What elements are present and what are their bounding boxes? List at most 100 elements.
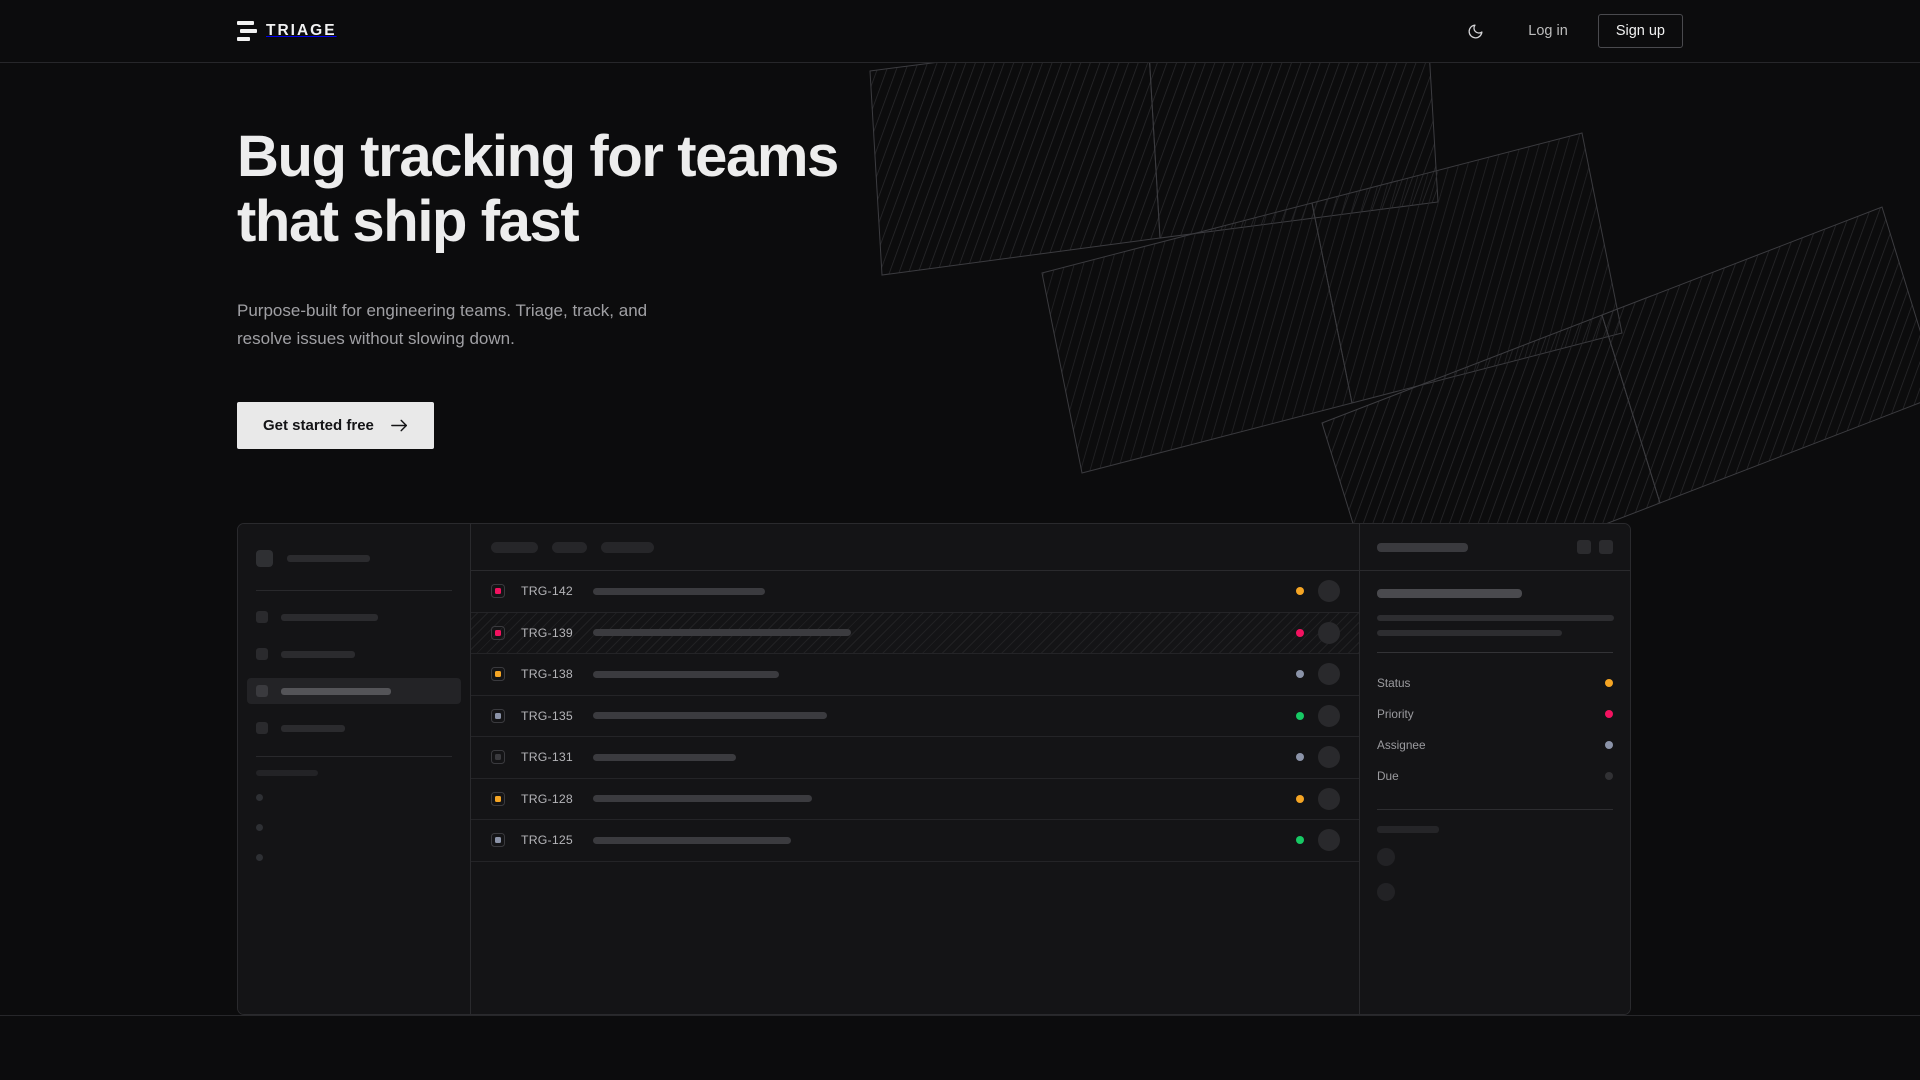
detail-body-line-2: [1377, 630, 1562, 636]
status-dot: [1296, 587, 1304, 596]
detail-divider-bottom: [1377, 809, 1613, 810]
login-link[interactable]: Log in: [1528, 23, 1568, 39]
table-row[interactable]: TRG-139: [471, 612, 1359, 654]
status-dot: [1296, 711, 1304, 720]
mock-sidebar-workspace[interactable]: [256, 541, 452, 575]
detail-body-line-1: [1377, 615, 1614, 621]
theme-toggle-button[interactable]: [1458, 14, 1492, 48]
issue-id: TRG-142: [521, 584, 573, 599]
detail-title-placeholder: [1377, 542, 1468, 552]
detail-action-button-1[interactable]: [1577, 540, 1591, 554]
detail-field-assignee[interactable]: Assignee: [1377, 729, 1613, 760]
bullet-dot-icon: [256, 794, 263, 801]
arrow-right-icon: [391, 419, 408, 432]
sidebar-item-4[interactable]: [247, 715, 461, 741]
issue-rows: TRG-142 TRG-139 TRG-138: [471, 571, 1359, 1014]
issue-id: TRG-135: [521, 708, 573, 723]
get-started-button[interactable]: Get started free: [237, 402, 434, 449]
sidebar-item-icon: [256, 648, 268, 660]
avatar: [1318, 787, 1340, 810]
sidebar-item-1[interactable]: [247, 604, 461, 630]
status-dot: [1296, 753, 1304, 762]
issue-type-badge: [491, 791, 505, 806]
sidebar-item-2[interactable]: [247, 641, 461, 667]
list-item: [1377, 883, 1613, 901]
site-header: TRIAGE Log in Sign up: [0, 0, 1920, 63]
detail-panel-header: [1360, 524, 1630, 571]
sidebar-item-label-placeholder: [281, 724, 345, 732]
issue-title-placeholder: [593, 753, 736, 761]
issue-title-placeholder: [593, 836, 791, 844]
detail-comments-label-placeholder: [1377, 826, 1439, 833]
status-dot: [1296, 628, 1304, 637]
avatar: [1377, 848, 1395, 866]
workspace-avatar: [256, 549, 273, 567]
hero-decoration-graphic: [860, 63, 1920, 523]
avatar: [1318, 621, 1340, 644]
section-divider: [0, 1015, 1920, 1016]
due-dot: [1605, 771, 1613, 780]
issue-list-toolbar: [471, 524, 1359, 571]
issue-type-badge: [491, 584, 505, 599]
issue-id: TRG-139: [521, 625, 573, 640]
assignee-dot: [1605, 740, 1613, 749]
bullet-dot-icon: [256, 824, 263, 831]
toolbar-filter-chip-2[interactable]: [552, 541, 587, 553]
issue-type-badge: [491, 750, 505, 765]
app-preview-mockup: TRG-142 TRG-139 TRG-138: [237, 523, 1631, 1015]
detail-field-status[interactable]: Status: [1377, 667, 1613, 698]
issue-title-placeholder: [593, 795, 812, 803]
issue-id: TRG-131: [521, 750, 573, 765]
sidebar-item-label-placeholder: [281, 687, 391, 695]
issue-type-badge: [491, 833, 505, 848]
workspace-name-placeholder: [287, 554, 370, 562]
mock-detail-panel: Status Priority Assignee Due: [1360, 524, 1630, 1014]
stacked-bars-logo-icon: [237, 21, 257, 41]
toolbar-filter-chip-1[interactable]: [491, 541, 538, 553]
avatar: [1318, 746, 1340, 769]
list-item: [1377, 848, 1613, 866]
priority-dot: [1605, 709, 1613, 718]
brand-name: TRIAGE: [266, 22, 337, 39]
detail-panel-body: Status Priority Assignee Due: [1360, 571, 1630, 918]
table-row[interactable]: TRG-131: [471, 737, 1359, 779]
sidebar-sub-item-3[interactable]: [256, 852, 452, 863]
mock-issue-list: TRG-142 TRG-139 TRG-138: [471, 524, 1360, 1014]
issue-id: TRG-125: [521, 833, 573, 848]
issue-type-badge: [491, 667, 505, 682]
bullet-dot-icon: [256, 854, 263, 861]
sidebar-item-icon: [256, 722, 268, 734]
detail-action-button-2[interactable]: [1599, 540, 1613, 554]
table-row[interactable]: TRG-142: [471, 571, 1359, 613]
detail-field-label: Due: [1377, 768, 1399, 783]
sidebar-sub-item-1[interactable]: [256, 792, 452, 803]
sidebar-item-icon: [256, 685, 268, 697]
sidebar-sub-item-2[interactable]: [256, 822, 452, 833]
table-row[interactable]: TRG-125: [471, 820, 1359, 862]
detail-field-priority[interactable]: Priority: [1377, 698, 1613, 729]
detail-field-due[interactable]: Due: [1377, 760, 1613, 791]
status-dot: [1296, 836, 1304, 845]
avatar: [1318, 580, 1340, 603]
signup-button[interactable]: Sign up: [1597, 14, 1683, 48]
mock-sidebar: [238, 524, 471, 1014]
issue-id: TRG-128: [521, 791, 573, 806]
detail-field-label: Status: [1377, 675, 1411, 690]
table-row[interactable]: TRG-135: [471, 696, 1359, 737]
avatar: [1318, 704, 1340, 727]
detail-field-label: Assignee: [1377, 737, 1426, 752]
brand-logo[interactable]: TRIAGE: [237, 21, 337, 41]
cta-label: Get started free: [263, 417, 374, 434]
issue-id: TRG-138: [521, 667, 573, 682]
table-row[interactable]: TRG-138: [471, 654, 1359, 696]
sidebar-item-label-placeholder: [281, 650, 355, 658]
sidebar-item-icon: [256, 611, 268, 623]
sidebar-item-3-active[interactable]: [247, 678, 461, 704]
table-row[interactable]: TRG-128: [471, 779, 1359, 820]
hero-section: Bug tracking for teams that ship fast Pu…: [237, 124, 997, 449]
status-dot: [1296, 670, 1304, 679]
avatar: [1318, 829, 1340, 852]
toolbar-filter-chip-3[interactable]: [601, 541, 654, 553]
sidebar-divider-top: [256, 590, 452, 591]
